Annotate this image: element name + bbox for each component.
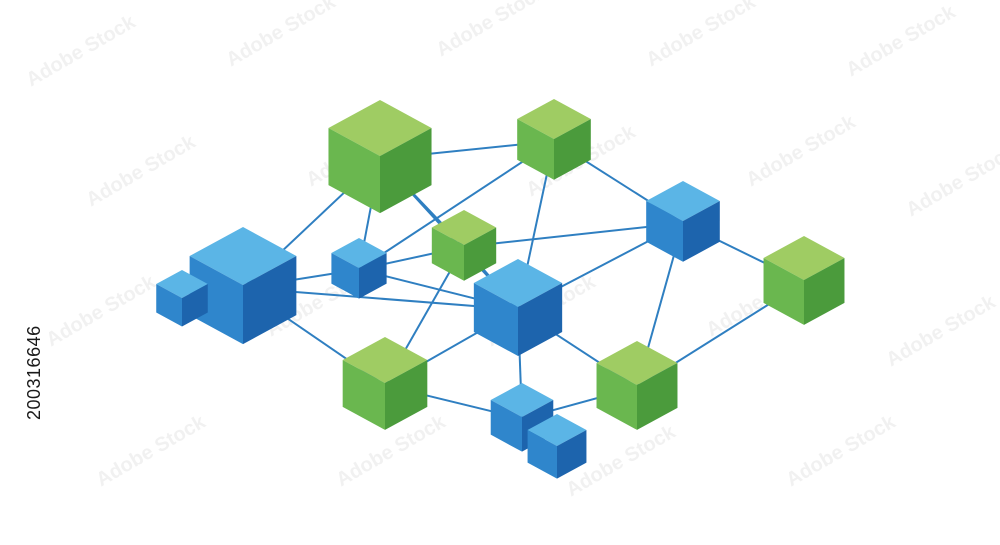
node-blue-center-left-face: [473, 283, 518, 356]
node-blue-bottom-pair-2-top-face: [527, 414, 587, 446]
node-green-center-right-face: [464, 227, 497, 281]
node-green-small-top: [517, 99, 591, 180]
node-green-large-top-right-face: [380, 128, 432, 214]
node-blue-small-left-right-face: [182, 284, 208, 327]
cubes-group: [156, 99, 845, 479]
node-green-bottom-left: [342, 337, 428, 430]
node-blue-small-left: [156, 270, 208, 327]
stock-id-label: 200316646: [24, 325, 44, 420]
node-blue-small-left-top-face: [156, 270, 208, 298]
node-blue-center: [473, 259, 563, 356]
link-green-small-top-to-blue-small-center: [358, 140, 555, 271]
node-green-bottom-right-right-face: [637, 363, 678, 430]
node-blue-large-left-left-face: [189, 256, 243, 345]
node-blue-bottom-pair-2-right-face: [557, 430, 587, 479]
node-green-large-top-left-face: [328, 128, 380, 214]
node-green-bottom-right-left-face: [596, 363, 637, 430]
node-green-bottom-left-right-face: [385, 360, 428, 430]
node-blue-small-left-left-face: [156, 284, 182, 327]
node-blue-bottom-pair-2-left-face: [527, 430, 557, 479]
node-green-large-top-top-face: [328, 100, 432, 156]
node-blue-small-center: [331, 238, 387, 299]
node-green-right-right-face: [804, 258, 845, 325]
node-blue-small-center-right-face: [359, 253, 387, 299]
node-green-small-top-right-face: [554, 119, 591, 180]
node-green-large-top: [328, 100, 432, 214]
node-green-right-left-face: [763, 258, 804, 325]
node-blue-bottom-pair-2: [527, 414, 587, 479]
node-blue-small-center-top-face: [331, 238, 387, 268]
node-blue-large-left-right-face: [243, 256, 297, 345]
node-blue-center-right-face: [518, 283, 563, 356]
node-green-right: [763, 236, 845, 325]
node-green-center-left-face: [431, 227, 464, 281]
node-green-small-top-left-face: [517, 119, 554, 180]
node-blue-center-top-face: [473, 259, 563, 307]
node-blue-large-left: [189, 227, 297, 345]
node-blue-bottom-pair-left-face: [490, 400, 522, 452]
node-blue-small-center-left-face: [331, 253, 359, 299]
node-green-center: [431, 210, 497, 281]
node-blue-top-right-right-face: [683, 201, 720, 262]
node-blue-top-right-left-face: [646, 201, 683, 262]
node-green-bottom-left-left-face: [342, 360, 385, 430]
node-green-bottom-right: [596, 341, 678, 430]
node-blue-top-right-top-face: [646, 181, 720, 221]
node-blue-top-right: [646, 181, 720, 262]
node-green-small-top-top-face: [517, 99, 591, 139]
